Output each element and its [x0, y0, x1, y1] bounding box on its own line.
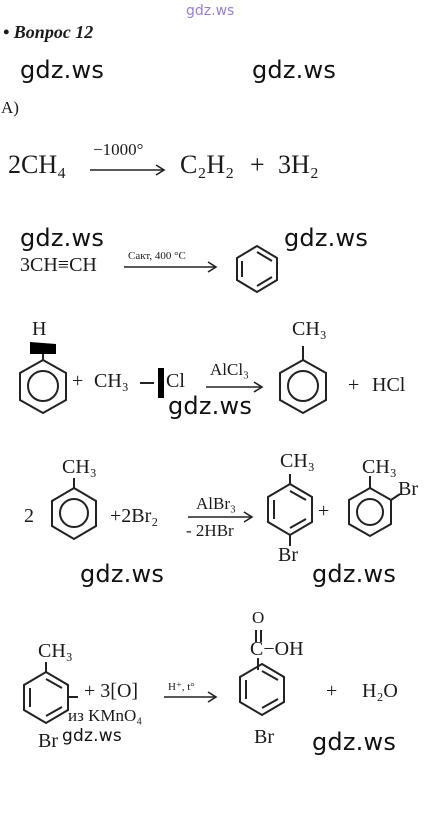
r1-condition: −1000° — [93, 140, 144, 159]
r4-p1-br: Br — [278, 544, 298, 566]
benzene-ring-icon — [236, 244, 278, 294]
watermark: gdz.ws — [284, 224, 369, 252]
bromobenzoic-acid-icon — [239, 630, 285, 717]
r3-reagent: CH₃ — [94, 370, 129, 392]
r5-condition: H⁺, t° — [168, 681, 195, 693]
watermark: gdz.ws — [168, 392, 253, 420]
r3-catalyst: AlCl₃ — [210, 360, 249, 379]
watermark: gdz.ws — [312, 728, 397, 756]
r5-acid-group: C−OH — [250, 638, 304, 660]
r5-oxidant: + 3[O] — [84, 680, 139, 702]
r1-arrow — [90, 164, 166, 176]
r5-arrow — [164, 691, 218, 703]
r5-br: Br — [38, 730, 58, 752]
r3-methyl: CH₃ — [292, 318, 327, 340]
r4-coeff: 2 — [24, 505, 34, 527]
r4-plus: + — [318, 500, 330, 522]
watermark: gdz.ws — [20, 56, 105, 84]
r5-plus: + — [326, 680, 338, 702]
bromotoluene-ortho-icon — [348, 476, 401, 538]
part-label: A) — [1, 98, 19, 117]
bromotoluene-para-icon — [23, 662, 78, 725]
r2-arrow — [124, 261, 218, 273]
r4-p2-methyl: CH₃ — [362, 456, 397, 478]
watermark: gdz.ws — [62, 726, 122, 746]
r5-p-br: Br — [254, 726, 274, 748]
bond-bracket-icon — [140, 368, 164, 398]
r4-p1-methyl: CH₃ — [280, 450, 315, 472]
r5-carbonyl-o: O — [252, 608, 265, 627]
watermark: gdz.ws — [312, 560, 397, 588]
r3-cl: Cl — [166, 370, 185, 392]
r4-catalyst: AlBr₃ — [196, 494, 236, 513]
watermark-top: gdz.ws — [186, 3, 235, 19]
r1-plus: + — [250, 150, 265, 179]
r4-removed: - 2HBr — [186, 521, 234, 540]
r4-p2-br: Br — [398, 478, 418, 500]
r1-product2: 3H₂ — [278, 150, 319, 179]
r2-condition: Cакт, 400 °C — [128, 250, 186, 262]
r5-oxidant-source: из KMnO₄ — [68, 706, 143, 725]
r3-plus1: + — [72, 370, 84, 392]
r4-methyl: CH₃ — [62, 456, 97, 478]
question-title: • Вопрос 12 — [3, 22, 94, 42]
bromotoluene-para-icon — [267, 474, 313, 546]
r3-plus2: + — [348, 374, 360, 396]
r3-sub-h: H — [32, 318, 47, 340]
watermark: gdz.ws — [20, 224, 105, 252]
toluene-ring-icon — [279, 346, 327, 415]
watermark: gdz.ws — [252, 56, 337, 84]
benzene-ring-icon — [19, 342, 67, 415]
r4-reagent: +2Br₂ — [110, 505, 159, 527]
watermark: gdz.ws — [80, 560, 165, 588]
toluene-ring-icon — [51, 478, 97, 541]
r4-arrow — [188, 511, 254, 523]
r3-arrow — [206, 381, 264, 393]
r1-product1: C₂H₂ — [180, 150, 235, 179]
r5-methyl: CH₃ — [38, 640, 73, 662]
r2-reactant: 3CH≡CH — [20, 254, 97, 276]
r5-water: H₂O — [362, 680, 398, 702]
r3-byproduct: HCl — [372, 374, 406, 396]
r1-reactant: 2CH₄ — [8, 150, 67, 179]
